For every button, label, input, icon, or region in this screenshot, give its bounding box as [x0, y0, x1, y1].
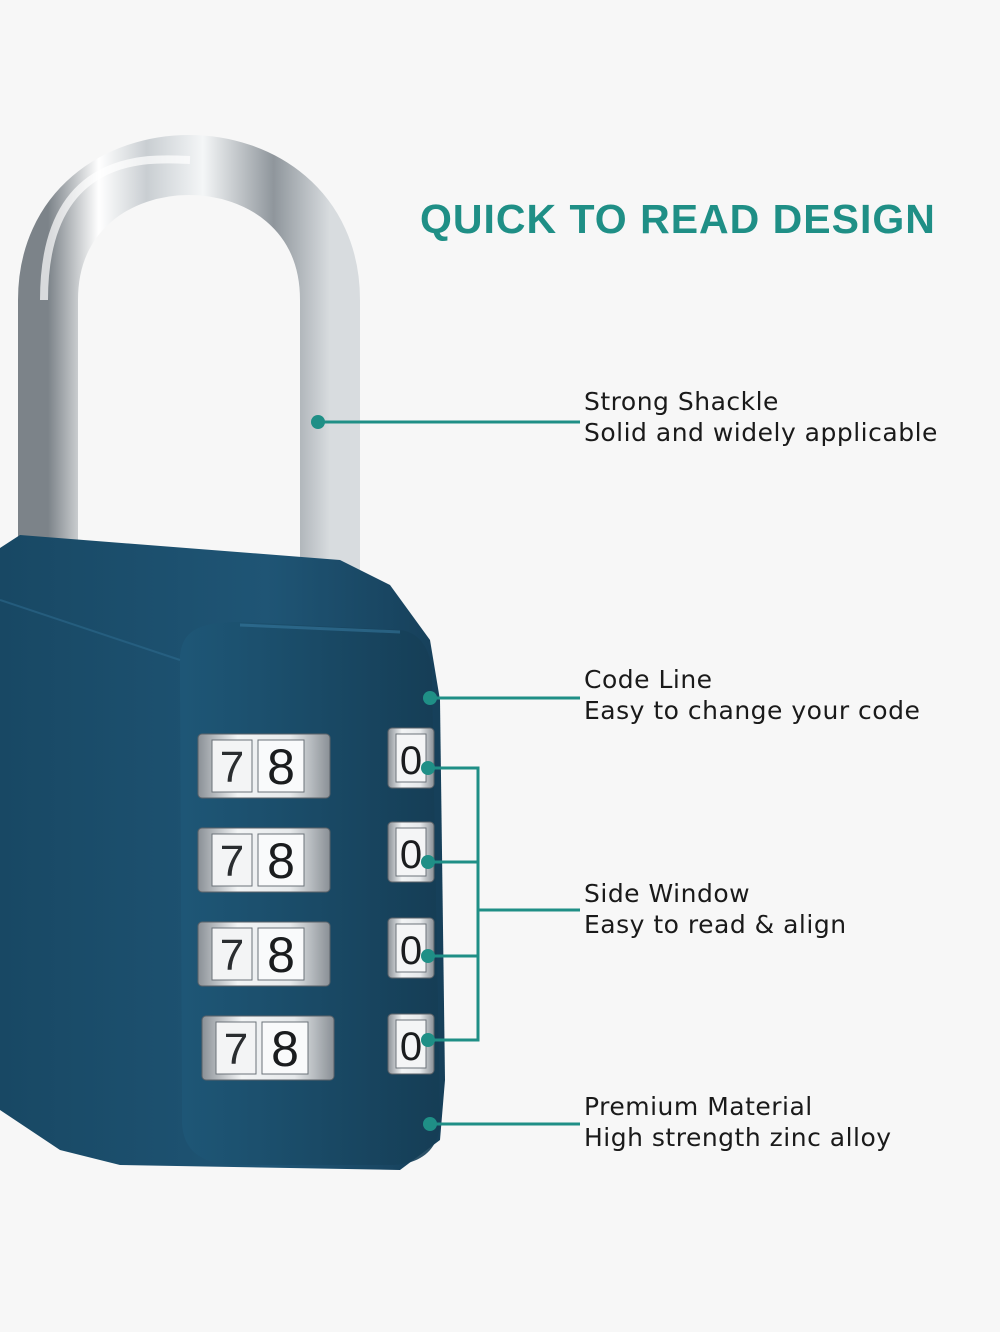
shackle — [18, 135, 360, 580]
wheel-digit-8: 8 — [267, 927, 295, 983]
side-window-digit: 0 — [400, 929, 422, 973]
wheel-digit-8: 8 — [267, 739, 295, 795]
wheel-digit-7: 7 — [224, 1025, 248, 1074]
callout-description: Solid and widely applicable — [584, 418, 938, 447]
wheel-digit-7: 7 — [220, 837, 244, 886]
side-window-digit: 0 — [400, 739, 422, 783]
wheel-digit-8: 8 — [271, 1021, 299, 1077]
wheel-digit-7: 7 — [220, 743, 244, 792]
wheel-digit-8: 8 — [267, 833, 295, 889]
digit-wheels-front: 7 8 7 8 7 8 7 8 — [197, 733, 335, 1081]
callout-premium-material: Premium Material High strength zinc allo… — [584, 1091, 994, 1153]
callout-title: Code Line — [584, 665, 713, 694]
callout-title: Premium Material — [584, 1092, 813, 1121]
side-windows: 0 0 0 0 — [387, 727, 435, 1075]
side-window-digit: 0 — [400, 1025, 422, 1069]
callout-title: Strong Shackle — [584, 387, 779, 416]
callout-code-line: Code Line Easy to change your code — [584, 664, 994, 726]
callout-strong-shackle: Strong Shackle Solid and widely applicab… — [584, 386, 994, 448]
callout-description: Easy to change your code — [584, 696, 921, 725]
callout-title: Side Window — [584, 879, 751, 908]
headline: QUICK TO READ DESIGN — [420, 196, 936, 242]
callout-description: Easy to read & align — [584, 910, 847, 939]
callout-description: High strength zinc alloy — [584, 1123, 892, 1152]
side-window-digit: 0 — [400, 833, 422, 877]
callout-side-window: Side Window Easy to read & align — [584, 878, 994, 940]
callout-leaders — [311, 415, 580, 1131]
wheel-digit-7: 7 — [220, 931, 244, 980]
